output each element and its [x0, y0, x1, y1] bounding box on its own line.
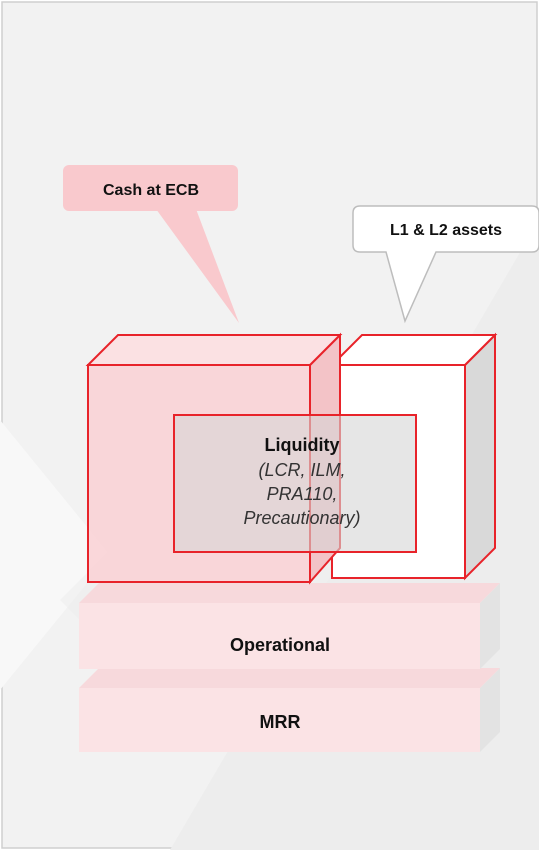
cash-box-top — [85, 334, 343, 366]
operational-layer-side — [480, 583, 500, 669]
operational-layer-front — [79, 603, 480, 669]
liquidity-line-3: Precautionary) — [243, 508, 360, 528]
l1-l2-box-top — [329, 334, 498, 366]
mrr-label: MRR — [260, 712, 301, 732]
liquidity-line-1: (LCR, ILM, — [258, 460, 345, 480]
mrr-layer-side — [480, 668, 500, 752]
cash-at-ecb-callout: Cash at ECB — [63, 165, 239, 323]
liquidity-box: Liquidity (LCR, ILM, PRA110, Precautiona… — [173, 414, 417, 553]
l1-l2-assets-callout: L1 & L2 assets — [352, 205, 539, 324]
operational-label: Operational — [230, 635, 330, 655]
cash-callout-bubble — [63, 165, 238, 211]
mrr-layer-top — [79, 668, 500, 688]
cash-callout-pointer — [156, 209, 239, 323]
liquidity-line-2: PRA110, — [267, 484, 338, 504]
cash-callout-label: Cash at ECB — [103, 182, 199, 199]
operational-layer-top — [79, 583, 500, 603]
mrr-layer: MRR — [79, 668, 500, 752]
liquidity-box-rect — [173, 414, 417, 553]
l1-l2-callout-bubble — [352, 205, 539, 324]
l1-l2-box-side — [464, 332, 496, 581]
liquidity-title: Liquidity — [265, 435, 340, 455]
mrr-layer-front — [79, 688, 480, 752]
operational-layer: Operational — [79, 583, 500, 669]
background-chevron-left — [0, 420, 110, 690]
l1-l2-callout-label: L1 & L2 assets — [390, 222, 502, 239]
